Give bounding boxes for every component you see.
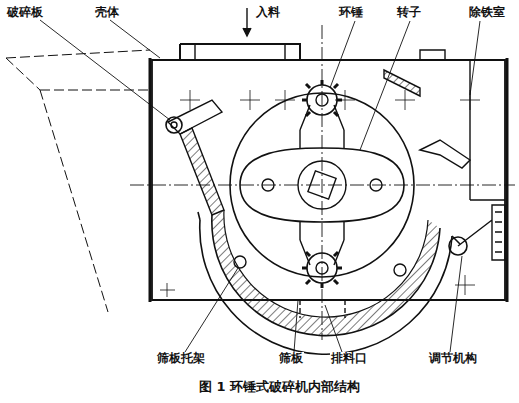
part-label: 排料口 — [330, 352, 368, 365]
part-label: 壳体 — [94, 6, 120, 19]
part-label: 筛板 — [278, 352, 304, 365]
rotor — [230, 93, 414, 277]
part-label: 除铁室 — [468, 6, 506, 19]
figure-caption: 图 1 环锤式破碎机内部结构 — [199, 378, 360, 396]
part-label: 转子 — [396, 6, 422, 19]
part-label: 环锤 — [338, 6, 364, 19]
ring-hammer — [302, 80, 342, 288]
part-label: 筛板托架 — [156, 352, 206, 365]
part-label: 破碎板 — [6, 6, 44, 19]
part-label: 调节机构 — [428, 352, 478, 365]
flow-label: 入料 — [255, 6, 281, 19]
